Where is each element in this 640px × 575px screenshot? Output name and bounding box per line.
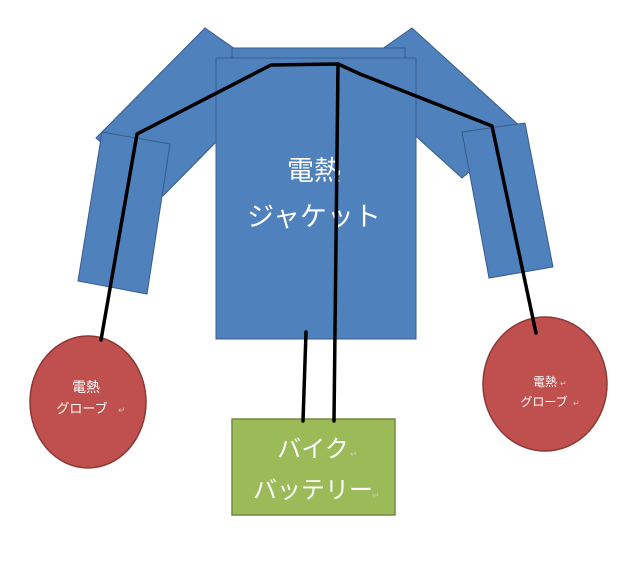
battery-box (231, 418, 396, 516)
wire-collar-to-left-glove (99, 62, 340, 342)
left-glove-label-line1: 電熱 (72, 380, 100, 396)
left-glove: 電熱 グローブ ↵ (29, 335, 147, 469)
wire-battery-to-jacket (301, 330, 308, 423)
left-glove-label-line2: グローブ (56, 401, 107, 417)
battery-label-line1: バイク (277, 435, 349, 463)
right-glove: 電熱 ↵ グローブ ↵ (482, 316, 608, 452)
right-glove-para-mark-1: ↵ (560, 379, 567, 388)
left-glove-para-mark: ↵ (118, 406, 126, 416)
battery-para-mark-2: ↵ (372, 491, 380, 501)
battery-label-line2: バッテリー (253, 476, 373, 504)
jacket: 電熱 ジャケット (77, 27, 554, 340)
wire-battery-to-right-glove (332, 62, 538, 423)
right-glove-para-mark-2: ↵ (573, 399, 580, 408)
right-glove-label-line2: グローブ (520, 394, 567, 409)
left-glove-shape (29, 335, 147, 469)
jacket-label-line2: ジャケット (247, 202, 381, 233)
jacket-body (215, 57, 417, 340)
right-glove-label-line1: 電熱 (533, 375, 557, 389)
battery-para-mark-1: ↵ (350, 450, 358, 460)
wiring (99, 62, 538, 423)
right-glove-shape (482, 316, 608, 452)
jacket-label-line1: 電熱 (287, 156, 341, 187)
battery: バイク ↵ バッテリー ↵ (231, 418, 396, 516)
